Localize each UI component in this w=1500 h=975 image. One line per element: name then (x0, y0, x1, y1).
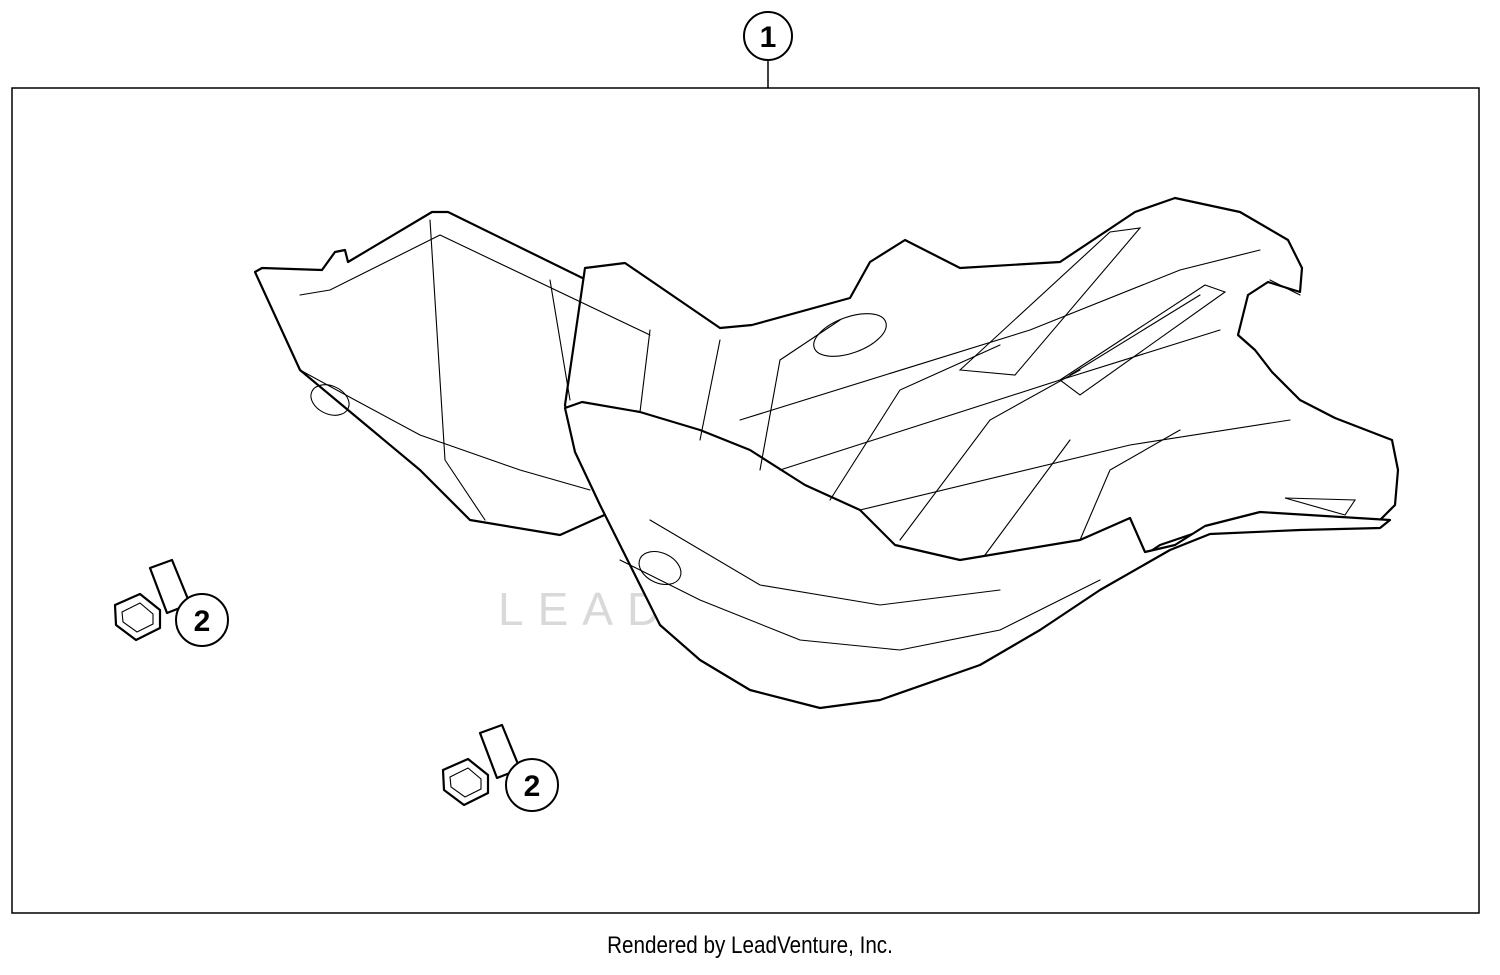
callout-1[interactable]: 1 (743, 11, 793, 61)
footer-credit: Rendered by LeadVenture, Inc. (607, 932, 893, 959)
callout-2-lower[interactable]: 2 (505, 758, 559, 812)
diagram-frame (11, 87, 1480, 914)
callout-2-upper-label: 2 (194, 605, 211, 638)
callout-2-lower-label: 2 (524, 770, 541, 803)
skid-plate-part (253, 196, 1400, 710)
callout-1-label: 1 (760, 21, 777, 54)
flange-bolt-upper (113, 558, 192, 642)
callout-2-upper[interactable]: 2 (175, 593, 229, 647)
